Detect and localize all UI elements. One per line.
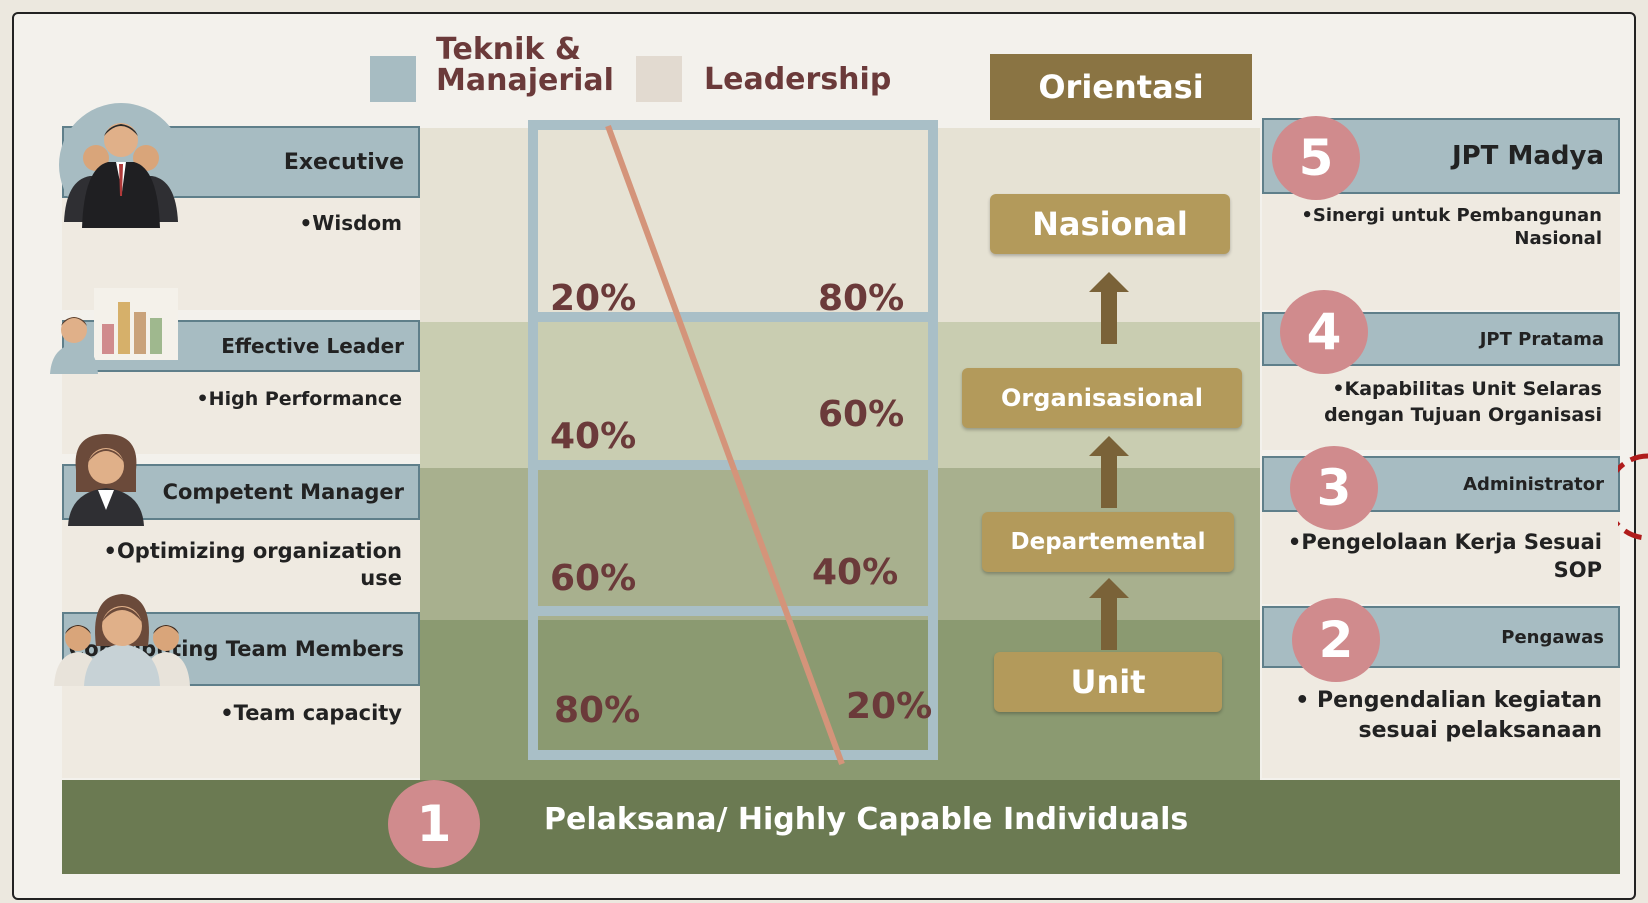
arrow-up-icon [1089, 578, 1129, 650]
teknik-percentage: 60% [550, 558, 637, 599]
executive-description: •Wisdom [299, 211, 403, 235]
grid-divider [528, 312, 938, 322]
competent-manager-description: •Optimizing organization use [103, 539, 402, 590]
competency-diagonal-line [605, 124, 845, 766]
jpt-pratama-description: •Kapabilitas Unit Selaras dengan Tujuan … [1324, 378, 1602, 426]
leadership-legend-swatch [636, 56, 682, 102]
orientation-title: Orientasi [990, 54, 1252, 120]
orientation-unit: Unit [994, 652, 1222, 712]
orientation-organisasional: Organisasional [962, 368, 1242, 428]
level-2-badge: 2 [1292, 598, 1380, 682]
teknik-legend-label: Teknik & Manajerial [436, 32, 614, 98]
level-5-badge: 5 [1272, 116, 1360, 200]
teknik-percentage: 80% [554, 690, 641, 731]
competency-grid [528, 120, 938, 760]
orientation-departemental: Departemental [982, 512, 1234, 572]
jpt-madya-description: •Sinergi untuk Pembangunan Nasional [1301, 205, 1602, 249]
leadership-percentage: 80% [818, 278, 905, 319]
team-members-icon [54, 594, 190, 686]
leadership-percentage: 60% [818, 394, 905, 435]
leadership-percentage: 40% [812, 552, 899, 593]
dashed-circle-fragment [1618, 453, 1648, 541]
pengawas-description: • Pengendalian kegiatan sesuai pelaksana… [1295, 688, 1602, 743]
orientation-nasional: Nasional [990, 194, 1230, 254]
teknik-percentage: 40% [550, 416, 637, 457]
team-panel [62, 686, 420, 778]
contributing-team-description: •Team capacity [220, 701, 402, 725]
jpt-pratama-panel [1262, 366, 1620, 450]
teknik-percentage: 20% [550, 278, 637, 319]
pengawas-panel [1262, 668, 1620, 778]
level-3-badge: 3 [1290, 446, 1378, 530]
grid-divider [528, 606, 938, 616]
leadership-percentage: 20% [846, 686, 933, 727]
leader-chart-icon [50, 288, 178, 374]
level-4-badge: 4 [1280, 290, 1368, 374]
base-label: Pelaksana/ Highly Capable Individuals [544, 802, 1189, 837]
teknik-legend-swatch [370, 56, 416, 102]
base-bar [62, 780, 1620, 874]
effective-leader-description: •High Performance [196, 388, 402, 410]
manager-woman-icon [68, 434, 144, 526]
arrow-up-icon [1089, 436, 1129, 508]
level-1-badge: 1 [388, 780, 480, 868]
arrow-up-icon [1089, 272, 1129, 344]
leadership-legend-label: Leadership [704, 62, 892, 97]
executive-group-icon [59, 103, 183, 228]
administrator-description: •Pengelolaan Kerja Sesuai SOP [1287, 530, 1602, 582]
